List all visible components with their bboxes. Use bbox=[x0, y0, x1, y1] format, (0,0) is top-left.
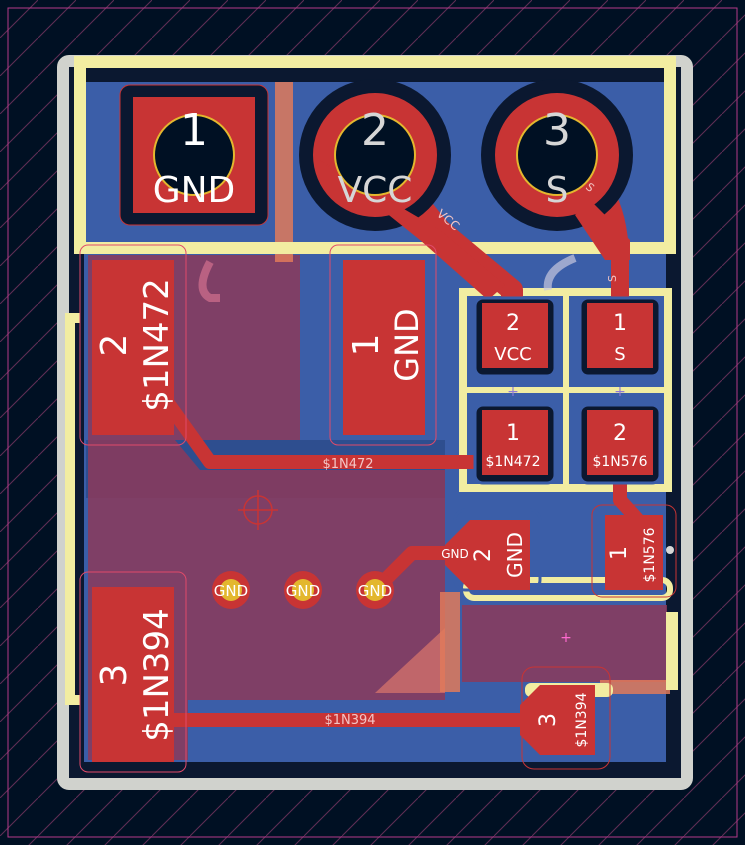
q-pad-gnd-number: 2 bbox=[471, 548, 496, 562]
courtyard-bar-top bbox=[275, 82, 293, 262]
u-pad-bottom-right[interactable]: 2 $1N576 bbox=[578, 403, 662, 485]
track-label-gnd: GND bbox=[441, 547, 469, 561]
connector-pin-2-number: 2 bbox=[361, 105, 389, 156]
via-gnd-3-label: GND bbox=[358, 582, 392, 600]
q-pad-1n576-net: $1N576 bbox=[642, 527, 658, 582]
u-pad-bottom-right-net: $1N576 bbox=[592, 454, 647, 470]
capacitor-pad-1[interactable]: 1 GND bbox=[329, 244, 437, 446]
u-pad-bottom-right-number: 2 bbox=[613, 421, 627, 446]
q-pad-1n394[interactable]: 3 $1N394 bbox=[520, 666, 611, 770]
u-origin-mark-left: + bbox=[507, 384, 519, 400]
connector-pin-3[interactable]: 3 S bbox=[481, 79, 633, 260]
connector-silk bbox=[74, 56, 676, 254]
front-zone-triangle bbox=[375, 628, 445, 693]
courtyard-bar-right bbox=[600, 680, 670, 694]
q-pad-1n394-net: $1N394 bbox=[574, 692, 590, 747]
capacitor2-pad-3-net: $1N394 bbox=[137, 608, 177, 742]
via-gnd-3[interactable]: GND bbox=[356, 571, 394, 609]
u-pad-top-left-net: VCC bbox=[494, 344, 531, 365]
back-track-curve-left bbox=[198, 260, 220, 302]
connector-pin-2[interactable]: 2 VCC bbox=[299, 79, 505, 300]
u-pad-top-right-number: 1 bbox=[613, 311, 627, 336]
q-pad-1n394-number: 3 bbox=[536, 713, 561, 727]
connector-pin-1-number: 1 bbox=[180, 105, 208, 156]
u-pad-bottom-left[interactable]: 1 $1N472 bbox=[473, 403, 557, 485]
via-gnd-1[interactable]: GND bbox=[212, 571, 250, 609]
u-pad-bottom-left-number: 1 bbox=[506, 421, 520, 446]
back-track-curve-right bbox=[543, 254, 577, 291]
connector-pin-3-net: S bbox=[546, 170, 569, 211]
q-pad-1n576[interactable]: 1 $1N576 bbox=[591, 504, 677, 598]
center-origin-mark bbox=[238, 490, 278, 530]
capacitor-pad-1-number: 1 bbox=[346, 334, 387, 357]
front-zone-right bbox=[462, 605, 667, 682]
capacitor-pad-2[interactable]: 2 $1N472 bbox=[79, 244, 187, 446]
connector-pin-2-net: VCC bbox=[338, 170, 413, 211]
capacitor-pad-2-net: $1N472 bbox=[137, 278, 177, 412]
q-pad-gnd[interactable]: 2 GND bbox=[445, 508, 542, 592]
via-gnd-2[interactable]: GND bbox=[284, 571, 322, 609]
connector-pin-1[interactable]: 1 GND bbox=[119, 84, 269, 226]
u-pad-bottom-left-net: $1N472 bbox=[485, 454, 540, 470]
connector-pin-1-net: GND bbox=[153, 170, 236, 211]
capacitor2-pad-3-number: 3 bbox=[94, 664, 135, 687]
connector-pin-3-number: 3 bbox=[543, 105, 571, 156]
capacitor2-pad-3[interactable]: 3 $1N394 bbox=[79, 571, 187, 773]
u-pad-top-left[interactable]: 2 VCC bbox=[473, 296, 557, 378]
capacitor-pad-1-net: GND bbox=[388, 308, 426, 381]
track-label-1n472: $1N472 bbox=[322, 457, 373, 472]
u-origin-mark-right: + bbox=[614, 384, 626, 400]
front-copper-zone bbox=[88, 255, 445, 760]
q-pin1-dot bbox=[666, 546, 674, 554]
via-gnd-1-label: GND bbox=[214, 582, 248, 600]
courtyard-outline bbox=[7, 7, 738, 838]
u-pad-top-right-net: S bbox=[614, 344, 625, 365]
courtyard-bar-bottom bbox=[440, 592, 460, 692]
u-pad-top-right[interactable]: 1 S bbox=[578, 296, 662, 378]
q-pad-gnd-net: GND bbox=[503, 532, 527, 578]
via-gnd-2-label: GND bbox=[286, 582, 320, 600]
capacitor-silk bbox=[65, 313, 80, 705]
u-pad-top-left-number: 2 bbox=[506, 311, 520, 336]
track-label-s2: S bbox=[606, 275, 619, 282]
q-origin-mark: + bbox=[560, 630, 572, 646]
q-pad-1n576-number: 1 bbox=[607, 546, 632, 560]
track-label-1n394: $1N394 bbox=[324, 713, 375, 728]
capacitor-pad-2-number: 2 bbox=[94, 334, 135, 357]
